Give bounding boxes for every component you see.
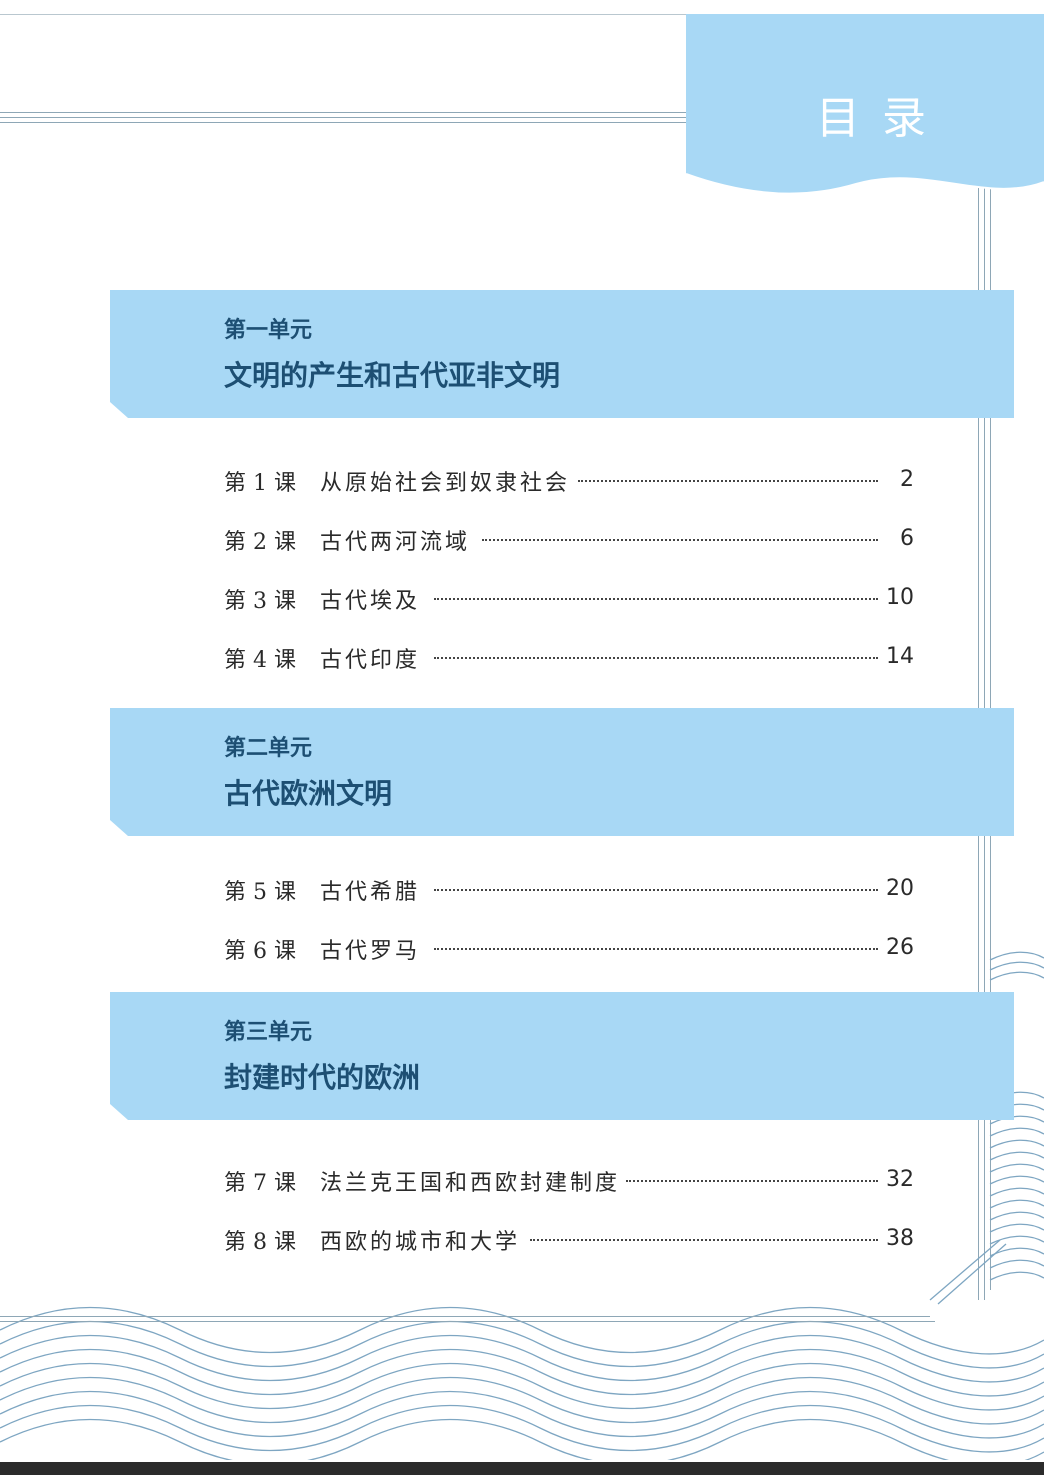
dot-leader <box>530 1239 878 1241</box>
dot-leader <box>626 1180 878 1182</box>
lesson-page: 6 <box>900 526 914 551</box>
lesson-title: 西欧的城市和大学 <box>320 1230 521 1255</box>
lesson-number: 第 8 课 <box>224 1230 296 1255</box>
lesson-title: 古代埃及 <box>320 589 421 614</box>
title-tab-shape <box>686 14 1044 195</box>
unit-banner-2: 第二单元 古代欧洲文明 <box>110 708 1014 838</box>
unit-label: 第一单元 <box>224 317 313 343</box>
lesson-page: 32 <box>886 1167 914 1192</box>
dot-leader <box>434 948 878 950</box>
lesson-row[interactable]: 第 8 课 西欧的城市和大学 38 <box>224 1224 914 1255</box>
lesson-number: 第 5 课 <box>224 880 296 905</box>
bottom-rule-1 <box>0 1316 930 1317</box>
unit-banner-3: 第三单元 封建时代的欧洲 <box>110 992 1014 1122</box>
lesson-page: 20 <box>886 876 914 901</box>
page-title: 目录 <box>816 93 948 144</box>
top-edge-line <box>0 14 1044 15</box>
lesson-title: 古代希腊 <box>320 880 421 905</box>
unit-label: 第二单元 <box>224 735 313 761</box>
lesson-page: 2 <box>900 467 914 492</box>
unit-title: 文明的产生和古代亚非文明 <box>224 359 561 392</box>
dot-leader <box>434 889 878 891</box>
unit-title: 古代欧洲文明 <box>224 777 393 810</box>
lesson-row[interactable]: 第 5 课 古代希腊 20 <box>224 874 914 905</box>
lesson-number: 第 6 课 <box>224 939 296 964</box>
lesson-number: 第 3 课 <box>224 589 296 614</box>
lesson-row[interactable]: 第 7 课 法兰克王国和西欧封建制度 32 <box>224 1165 914 1196</box>
lesson-title: 古代印度 <box>320 648 421 673</box>
lesson-title: 从原始社会到奴隶社会 <box>320 471 571 496</box>
lesson-row[interactable]: 第 2 课 古代两河流域 6 <box>224 524 914 555</box>
dot-leader <box>482 539 878 541</box>
dot-leader <box>578 480 878 482</box>
unit-banner-2-shape <box>110 708 1014 836</box>
dot-leader <box>434 598 878 600</box>
bottom-rule-2 <box>0 1321 935 1322</box>
lesson-title: 法兰克王国和西欧封建制度 <box>320 1171 621 1196</box>
lesson-page: 14 <box>886 644 914 669</box>
lesson-row[interactable]: 第 1 课 从原始社会到奴隶社会 2 <box>224 465 914 496</box>
lesson-page: 26 <box>886 935 914 960</box>
unit-banner-1: 第一单元 文明的产生和古代亚非文明 <box>110 290 1014 420</box>
lesson-number: 第 7 课 <box>224 1171 296 1196</box>
lesson-page: 38 <box>886 1226 914 1251</box>
unit-label: 第三单元 <box>224 1019 313 1045</box>
header-rule-2 <box>0 117 700 118</box>
lesson-title: 古代罗马 <box>320 939 421 964</box>
lesson-row[interactable]: 第 6 课 古代罗马 26 <box>224 933 914 964</box>
header-rule-3 <box>0 122 700 123</box>
lesson-row[interactable]: 第 3 课 古代埃及 10 <box>224 583 914 614</box>
dot-leader <box>434 657 878 659</box>
unit-title: 封建时代的欧洲 <box>224 1061 421 1094</box>
wave-pattern <box>0 951 1044 1460</box>
bottom-edge-strip <box>0 1462 1044 1475</box>
lesson-page: 10 <box>886 585 914 610</box>
lesson-number: 第 2 课 <box>224 530 296 555</box>
header-rule-1 <box>0 112 700 113</box>
lesson-title: 古代两河流域 <box>320 530 471 555</box>
lesson-number: 第 4 课 <box>224 648 296 673</box>
unit-banner-3-shape <box>110 992 1014 1120</box>
lesson-number: 第 1 课 <box>224 471 296 496</box>
unit-banner-1-shape <box>110 290 1014 418</box>
lesson-row[interactable]: 第 4 课 古代印度 14 <box>224 642 914 673</box>
